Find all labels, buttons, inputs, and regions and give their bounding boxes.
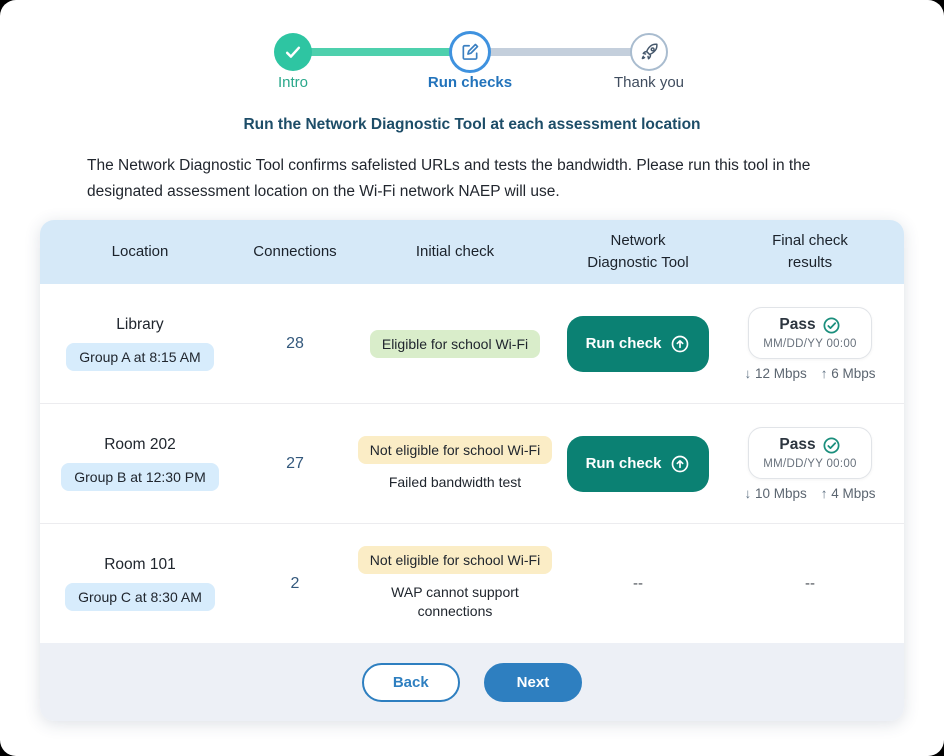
- initial-check-cell: Not eligible for school Wi-Fi Failed ban…: [350, 404, 560, 523]
- location-name: Room 202: [104, 436, 176, 453]
- initial-check-cell: Not eligible for school Wi-Fi WAP cannot…: [350, 524, 560, 643]
- download-arrow-icon: ↓: [744, 485, 752, 501]
- check-circle-icon: [822, 436, 841, 455]
- final-timestamp: MM/DD/YY 00:00: [763, 337, 857, 350]
- download-speed: 10 Mbps: [754, 485, 807, 501]
- eligibility-badge: Not eligible for school Wi-Fi: [357, 435, 553, 464]
- eligibility-note: WAP cannot support connections: [391, 584, 519, 619]
- bandwidth-results: ↓ 12 Mbps ↑ 6 Mbps: [744, 366, 875, 381]
- next-button[interactable]: Next: [483, 662, 583, 702]
- run-check-label: Run check: [585, 455, 662, 472]
- final-status-text: Pass: [779, 436, 816, 453]
- connections-cell: 28: [240, 284, 350, 403]
- eligibility-badge: Not eligible for school Wi-Fi: [357, 546, 553, 574]
- final-status-text: Pass: [779, 316, 816, 333]
- step-label-run-checks: Run checks: [427, 74, 513, 91]
- network-diagnostic-tool-cell: Run check: [560, 284, 716, 403]
- step-label-intro: Intro: [277, 74, 309, 91]
- final-empty-value: --: [805, 575, 815, 592]
- download-arrow-icon: ↓: [744, 365, 752, 381]
- connections-count: 2: [290, 574, 300, 592]
- bandwidth-results: ↓ 10 Mbps ↑ 4 Mbps: [744, 486, 875, 501]
- wizard-footer: Back Next: [40, 643, 904, 721]
- location-name: Room 101: [104, 556, 176, 573]
- eligibility-note: Failed bandwidth test: [388, 473, 522, 490]
- edit-icon: [460, 42, 480, 62]
- run-check-button[interactable]: Run check: [566, 315, 710, 372]
- run-check-label: Run check: [585, 335, 662, 352]
- column-header-final-check-results: Final check results: [772, 232, 848, 271]
- table-row-room-202: Room 202 Group B at 12:30 PM 27 Not elig…: [40, 403, 904, 523]
- network-diagnostic-tool-cell: Run check: [560, 404, 716, 523]
- group-schedule-pill: Group B at 12:30 PM: [61, 463, 219, 491]
- initial-check-cell: Eligible for school Wi-Fi: [350, 284, 560, 403]
- stepper-connector-upcoming: [470, 48, 649, 56]
- final-check-result-card: Pass MM/DD/YY 00:00: [748, 306, 872, 359]
- location-cell: Room 202 Group B at 12:30 PM: [40, 404, 240, 523]
- page-description: The Network Diagnostic Tool confirms saf…: [87, 157, 811, 200]
- arrow-up-circle-icon: [670, 454, 690, 474]
- check-circle-icon: [822, 316, 841, 335]
- location-cell: Room 101 Group C at 8:30 AM: [40, 524, 240, 643]
- eligibility-badge: Eligible for school Wi-Fi: [369, 329, 541, 358]
- connections-cell: 2: [240, 524, 350, 643]
- final-check-result-card: Pass MM/DD/YY 00:00: [748, 426, 872, 479]
- column-header-location: Location: [111, 243, 169, 260]
- tool-empty-value: --: [633, 575, 643, 592]
- location-cell: Library Group A at 8:15 AM: [40, 284, 240, 403]
- stepper-connector-complete: [293, 48, 470, 56]
- column-header-connections: Connections: [253, 243, 337, 260]
- network-diagnostic-tool-cell: --: [560, 524, 716, 643]
- arrow-up-circle-icon: [670, 334, 690, 354]
- connections-cell: 27: [240, 404, 350, 523]
- final-check-cell: Pass MM/DD/YY 00:00 ↓ 10 Mbps ↑ 4 Mbps: [716, 404, 904, 523]
- upload-arrow-icon: ↑: [820, 485, 828, 501]
- final-check-cell: --: [716, 524, 904, 643]
- rocket-icon: [639, 42, 660, 63]
- back-button[interactable]: Back: [361, 662, 460, 702]
- step-run-checks[interactable]: [449, 31, 491, 73]
- progress-stepper: Intro Run checks Thank you: [0, 8, 944, 100]
- download-speed: 12 Mbps: [754, 365, 807, 381]
- step-label-thank-you: Thank you: [613, 74, 685, 91]
- page-title: Run the Network Diagnostic Tool at each …: [243, 116, 701, 133]
- final-check-cell: Pass MM/DD/YY 00:00 ↓ 12 Mbps ↑ 6 Mbps: [716, 284, 904, 403]
- step-intro[interactable]: [274, 33, 312, 71]
- column-header-initial-check: Initial check: [415, 243, 495, 260]
- check-icon: [283, 42, 303, 62]
- group-schedule-pill: Group A at 8:15 AM: [66, 343, 214, 371]
- final-timestamp: MM/DD/YY 00:00: [763, 457, 857, 470]
- locations-table: Location Connections Initial check Netwo…: [40, 220, 904, 721]
- run-check-button[interactable]: Run check: [566, 435, 710, 492]
- table-row-library: Library Group A at 8:15 AM 28 Eligible f…: [40, 284, 904, 403]
- table-row-room-101: Room 101 Group C at 8:30 AM 2 Not eligib…: [40, 523, 904, 643]
- step-thank-you[interactable]: [630, 33, 668, 71]
- table-header-row: Location Connections Initial check Netwo…: [40, 220, 904, 284]
- upload-arrow-icon: ↑: [820, 365, 828, 381]
- upload-speed: 6 Mbps: [831, 365, 876, 381]
- connections-count: 27: [286, 454, 304, 472]
- connections-count: 28: [286, 334, 304, 352]
- location-name: Library: [116, 316, 164, 333]
- group-schedule-pill: Group C at 8:30 AM: [65, 583, 215, 611]
- column-header-network-diagnostic-tool: Network Diagnostic Tool: [587, 232, 689, 271]
- upload-speed: 4 Mbps: [831, 485, 876, 501]
